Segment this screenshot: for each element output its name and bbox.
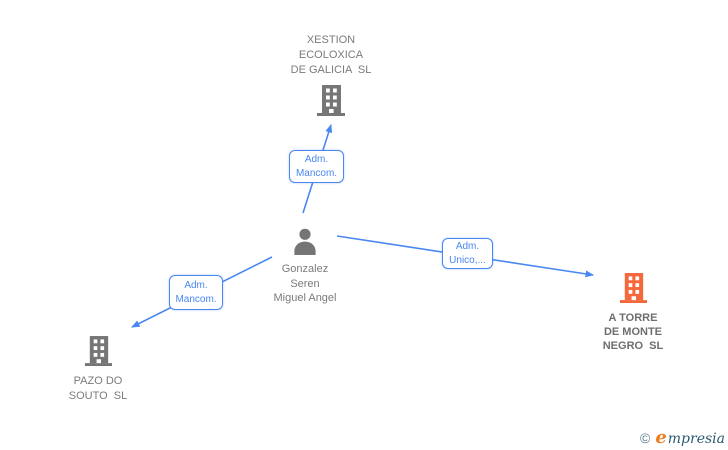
company-name: PAZO DO SOUTO SL [68,375,128,402]
edge-label-adm-mancom-left[interactable]: Adm. Mancom. [169,275,223,310]
person-icon [294,228,316,255]
company-name: A TORRE DE MONTE NEGRO SL [602,312,664,352]
brand-initial: e [655,427,667,448]
copyright-icon: © [639,430,651,446]
company-node-pazo[interactable]: PAZO DO SOUTO SL [38,336,158,404]
building-icon [84,336,112,366]
building-icon [317,85,345,116]
edge-label-adm-mancom-top[interactable]: Adm. Mancom. [289,150,344,183]
person-name: Gonzalez Seren Miguel Angel [273,263,337,304]
company-node-xestion[interactable]: XESTION ECOLOXICA DE GALICIA SL [261,33,401,117]
person-node[interactable]: Gonzalez Seren Miguel Angel [245,227,365,306]
company-name: XESTION ECOLOXICA DE GALICIA SL [290,34,372,76]
edge-label-adm-unico[interactable]: Adm. Unico,... [442,238,493,269]
brand-text: mpresia [667,431,725,447]
building-icon [619,273,647,303]
empresia-watermark[interactable]: © e mpresia [639,427,725,448]
company-node-torre[interactable]: A TORRE DE MONTE NEGRO SL [573,273,693,353]
